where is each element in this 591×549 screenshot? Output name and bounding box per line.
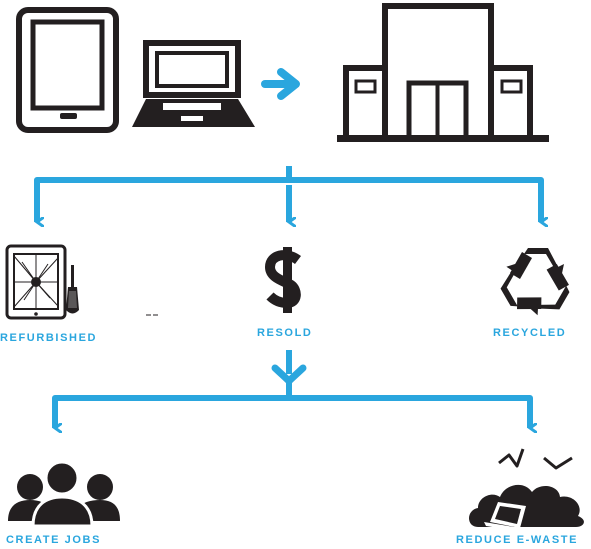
- dollar-sign-icon: [264, 247, 301, 313]
- people-group-icon: [8, 460, 120, 528]
- label-create-jobs: CREATE JOBS: [6, 534, 102, 546]
- label-reduce-ewaste: REDUCE E-WASTE: [456, 534, 579, 546]
- split-connector-bottom: [52, 381, 530, 428]
- label-refurbished: REFURBISHED: [0, 332, 98, 344]
- tablet-icon: [16, 7, 119, 133]
- laptop-icon: [132, 40, 255, 127]
- store-building-icon: [337, 3, 549, 142]
- label-resold: RESOLD: [257, 327, 313, 339]
- recycle-icon: [492, 248, 579, 324]
- laptop-cloud-birds-icon: [469, 448, 584, 532]
- down-arrow-middle: [271, 350, 307, 385]
- cracked-tablet-screwdriver-icon: [5, 244, 79, 320]
- right-arrow-icon: [261, 68, 300, 100]
- label-recycled: RECYCLED: [493, 327, 567, 339]
- split-connector-top: [34, 166, 541, 222]
